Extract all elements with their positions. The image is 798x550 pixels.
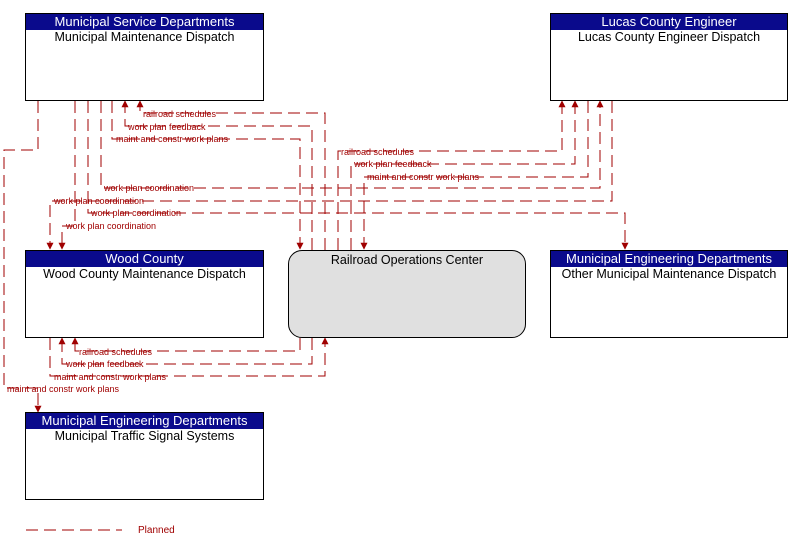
label-msd-traffic-plans: maint and constr work plans <box>7 384 120 394</box>
flow-msd-traffic-plans[interactable] <box>3 101 42 413</box>
legend-label: Planned <box>138 525 175 536</box>
label-msd-work-plan-feedback: work plan feedback <box>127 122 206 132</box>
element-owner-label: Municipal Engineering Departments <box>26 413 263 429</box>
label-lce-maint-plans: maint and constr work plans <box>367 172 480 182</box>
label-coord-msd-lce: work plan coordination <box>103 183 194 193</box>
flow-coord-msd-wc[interactable] <box>58 101 76 250</box>
element-owner-label: Wood County <box>26 251 263 267</box>
element-lucas-county-engineer-dispatch[interactable]: Lucas County Engineer Lucas County Engin… <box>550 13 788 101</box>
label-wc-work-plan-feedback: work plan feedback <box>65 359 144 369</box>
element-owner-label: Lucas County Engineer <box>551 14 787 30</box>
flow-lce-railroad-schedules[interactable] <box>337 100 566 250</box>
element-municipal-maintenance-dispatch[interactable]: Municipal Service Departments Municipal … <box>25 13 264 101</box>
flow-wc-work-plan-feedback[interactable] <box>58 337 313 365</box>
element-railroad-operations-center[interactable]: Railroad Operations Center <box>288 250 526 338</box>
label-msd-maint-plans: maint and constr work plans <box>116 134 229 144</box>
label-coord-msd-other: work plan coordination <box>90 208 181 218</box>
label-wc-railroad-schedules: railroad schedules <box>79 347 153 357</box>
element-other-municipal-maintenance-dispatch[interactable]: Municipal Engineering Departments Other … <box>550 250 788 338</box>
flow-wc-railroad-schedules[interactable] <box>71 337 301 352</box>
element-name-label: Lucas County Engineer Dispatch <box>577 30 761 44</box>
label-lce-railroad-schedules: railroad schedules <box>341 147 415 157</box>
element-name-label: Municipal Traffic Signal Systems <box>54 429 235 443</box>
label-coord-lce-wc: work plan coordination <box>53 196 144 206</box>
flow-coord-lce-wc[interactable] <box>46 101 613 250</box>
flow-msd-maint-plans[interactable] <box>111 101 304 250</box>
flow-msd-railroad-schedules[interactable] <box>136 100 326 250</box>
element-municipal-traffic-signal-systems[interactable]: Municipal Engineering Departments Munici… <box>25 412 264 500</box>
element-name-label: Other Municipal Maintenance Dispatch <box>561 267 777 281</box>
element-name-label: Wood County Maintenance Dispatch <box>43 267 246 281</box>
element-name-label: Railroad Operations Center <box>330 253 484 267</box>
element-name-label: Municipal Maintenance Dispatch <box>54 30 235 44</box>
label-lce-work-plan-feedback: work plan feedback <box>353 159 432 169</box>
element-owner-label: Municipal Engineering Departments <box>551 251 787 267</box>
label-coord-msd-wc: work plan coordination <box>65 221 156 231</box>
flow-coord-msd-other[interactable] <box>87 101 629 250</box>
flow-lce-work-plan-feedback[interactable] <box>350 100 579 250</box>
label-wc-maint-plans: maint and constr work plans <box>54 372 167 382</box>
flow-wc-maint-plans[interactable] <box>49 337 329 377</box>
element-wood-county-maintenance-dispatch[interactable]: Wood County Wood County Maintenance Disp… <box>25 250 264 338</box>
element-owner-label: Municipal Service Departments <box>26 14 263 30</box>
flow-coord-msd-lce[interactable] <box>100 100 604 189</box>
label-msd-railroad-schedules: railroad schedules <box>143 109 217 119</box>
